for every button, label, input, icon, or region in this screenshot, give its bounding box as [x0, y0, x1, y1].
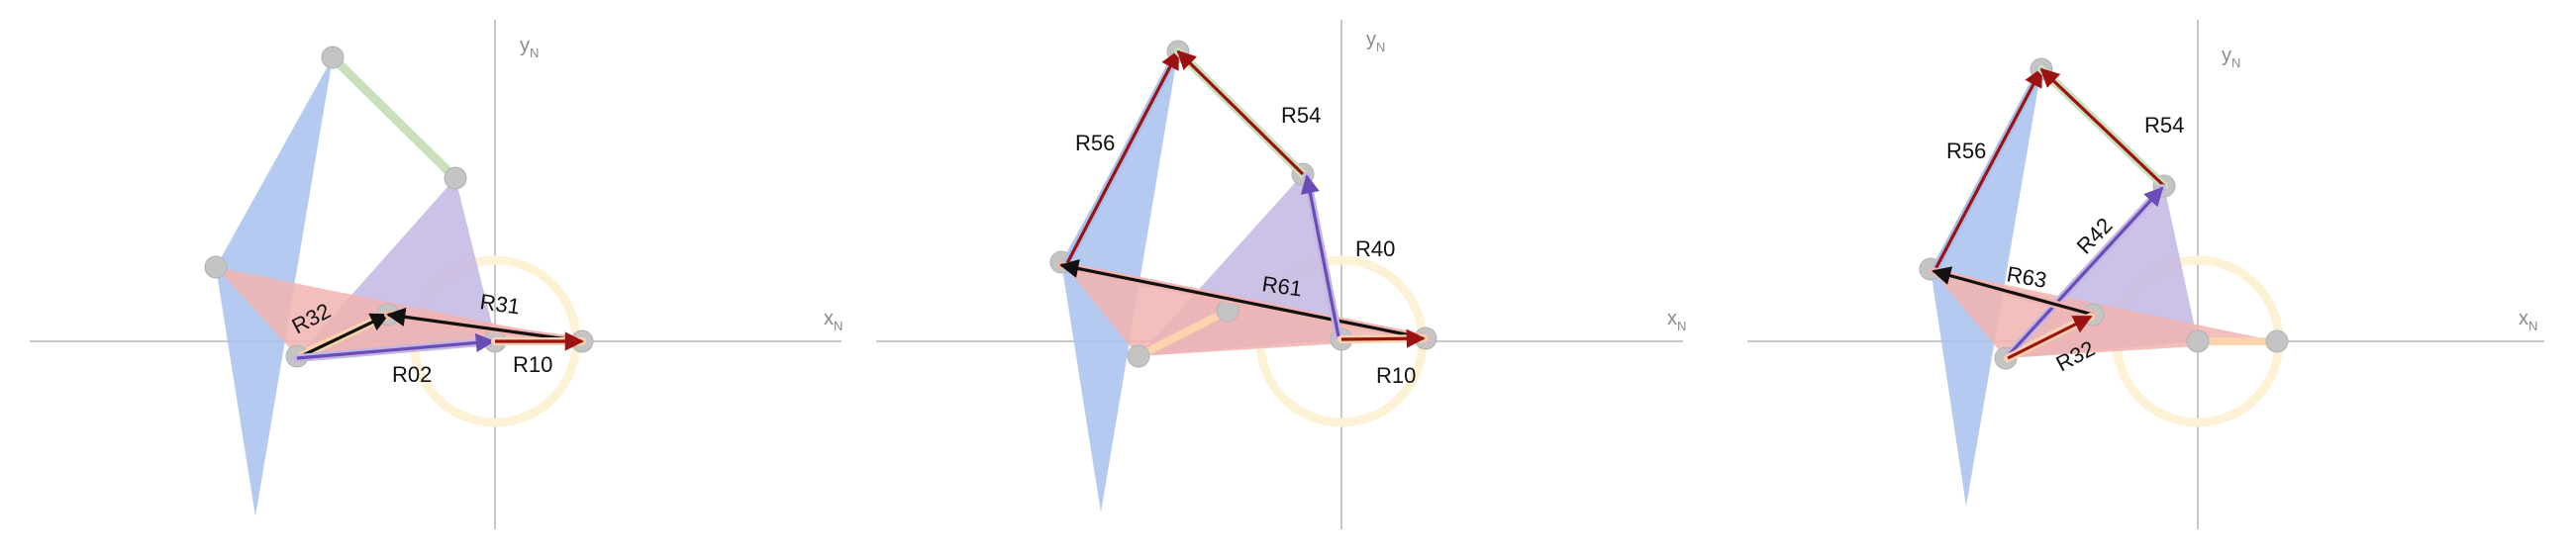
vector-r56	[1933, 67, 2043, 270]
y-axis-label-main: y	[2222, 45, 2231, 66]
vector-r61	[1059, 258, 1427, 340]
x-axis-label: xN	[824, 308, 842, 333]
vector-r02-label: R02	[392, 362, 432, 387]
link-bar-1	[328, 52, 460, 183]
vector-r56	[1065, 49, 1180, 264]
vector-r61-label: R61	[1260, 271, 1303, 301]
y-axis-label: yN	[1366, 29, 1385, 54]
vector-r42	[2006, 186, 2164, 358]
y-axis-label: yN	[2222, 45, 2240, 70]
y-axis-label-sub: N	[2231, 55, 2240, 70]
vector-r31-label: R31	[478, 289, 521, 319]
vector-r32	[2007, 315, 2093, 360]
vector-r31	[386, 307, 583, 343]
vector-r02	[296, 332, 495, 360]
x-axis-label-sub: N	[2528, 319, 2537, 333]
joint-1	[321, 46, 345, 69]
x-axis-label: xN	[2519, 308, 2537, 333]
joint-3	[204, 255, 228, 279]
vector-r40	[1300, 174, 1340, 337]
joint-7	[2265, 329, 2289, 353]
vector-r10	[1340, 328, 1426, 348]
joint-2	[444, 166, 467, 190]
vector-r40-label: R40	[1355, 236, 1395, 261]
vector-r54	[1176, 49, 1305, 176]
vector-r32	[296, 313, 390, 360]
y-axis-label-sub: N	[530, 46, 539, 60]
vector-r54-label: R54	[2144, 113, 2184, 138]
x-axis-label: xN	[1667, 308, 1686, 333]
vector-r54-label: R54	[1281, 103, 1321, 128]
link-bar-2	[1135, 307, 1232, 360]
y-axis-label-main: y	[520, 35, 530, 56]
x-axis-label-main: x	[2519, 308, 2528, 329]
vector-r63	[1932, 266, 2094, 317]
x-axis-label-main: x	[1667, 308, 1677, 329]
x-axis-label-sub: N	[1677, 319, 1686, 333]
x-axis-label-main: x	[824, 308, 834, 329]
vector-r10-label: R10	[513, 352, 552, 377]
x-axis-label-sub: N	[834, 319, 842, 333]
vector-r56-label: R56	[1946, 139, 1986, 163]
vector-r56-label: R56	[1075, 131, 1115, 155]
vector-r54	[2039, 67, 2166, 188]
y-axis-label: yN	[520, 35, 539, 60]
joint-5	[1127, 344, 1150, 368]
y-axis-label-sub: N	[1376, 40, 1385, 54]
joint-6	[2186, 329, 2210, 353]
vector-r10-label: R10	[1376, 363, 1416, 388]
y-axis-label-main: y	[1366, 29, 1376, 50]
